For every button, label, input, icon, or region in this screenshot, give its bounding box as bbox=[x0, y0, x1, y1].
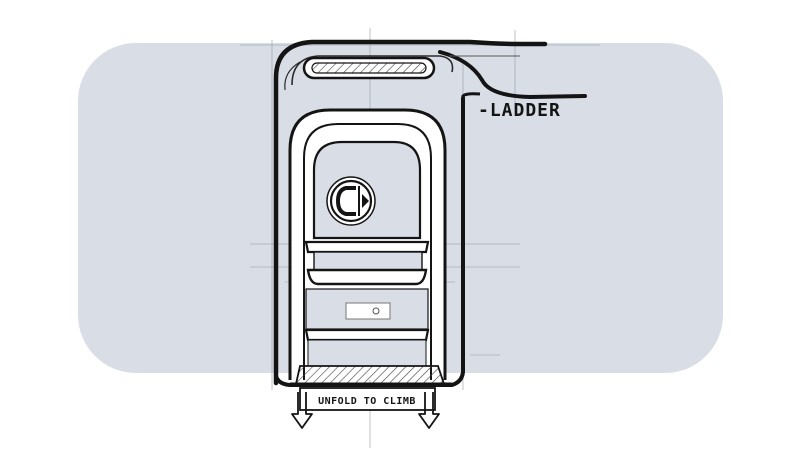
instruction-box bbox=[299, 387, 436, 411]
shoulder-inner bbox=[461, 92, 481, 98]
shoulder-curve bbox=[438, 50, 587, 100]
top-inner-rim bbox=[291, 55, 454, 86]
smart-logo-icon bbox=[326, 176, 376, 226]
keyhole-icon bbox=[345, 302, 391, 320]
top-corner-detail bbox=[284, 61, 301, 91]
instruction-label: UNFOLD TO CLIMB bbox=[318, 396, 416, 407]
vehicle-body-outline bbox=[273, 39, 548, 386]
light-bar bbox=[302, 56, 436, 80]
bottom-step bbox=[290, 365, 452, 386]
ladder-callout-label: -LADDER bbox=[478, 100, 561, 121]
arrow-down-icon bbox=[291, 392, 440, 429]
